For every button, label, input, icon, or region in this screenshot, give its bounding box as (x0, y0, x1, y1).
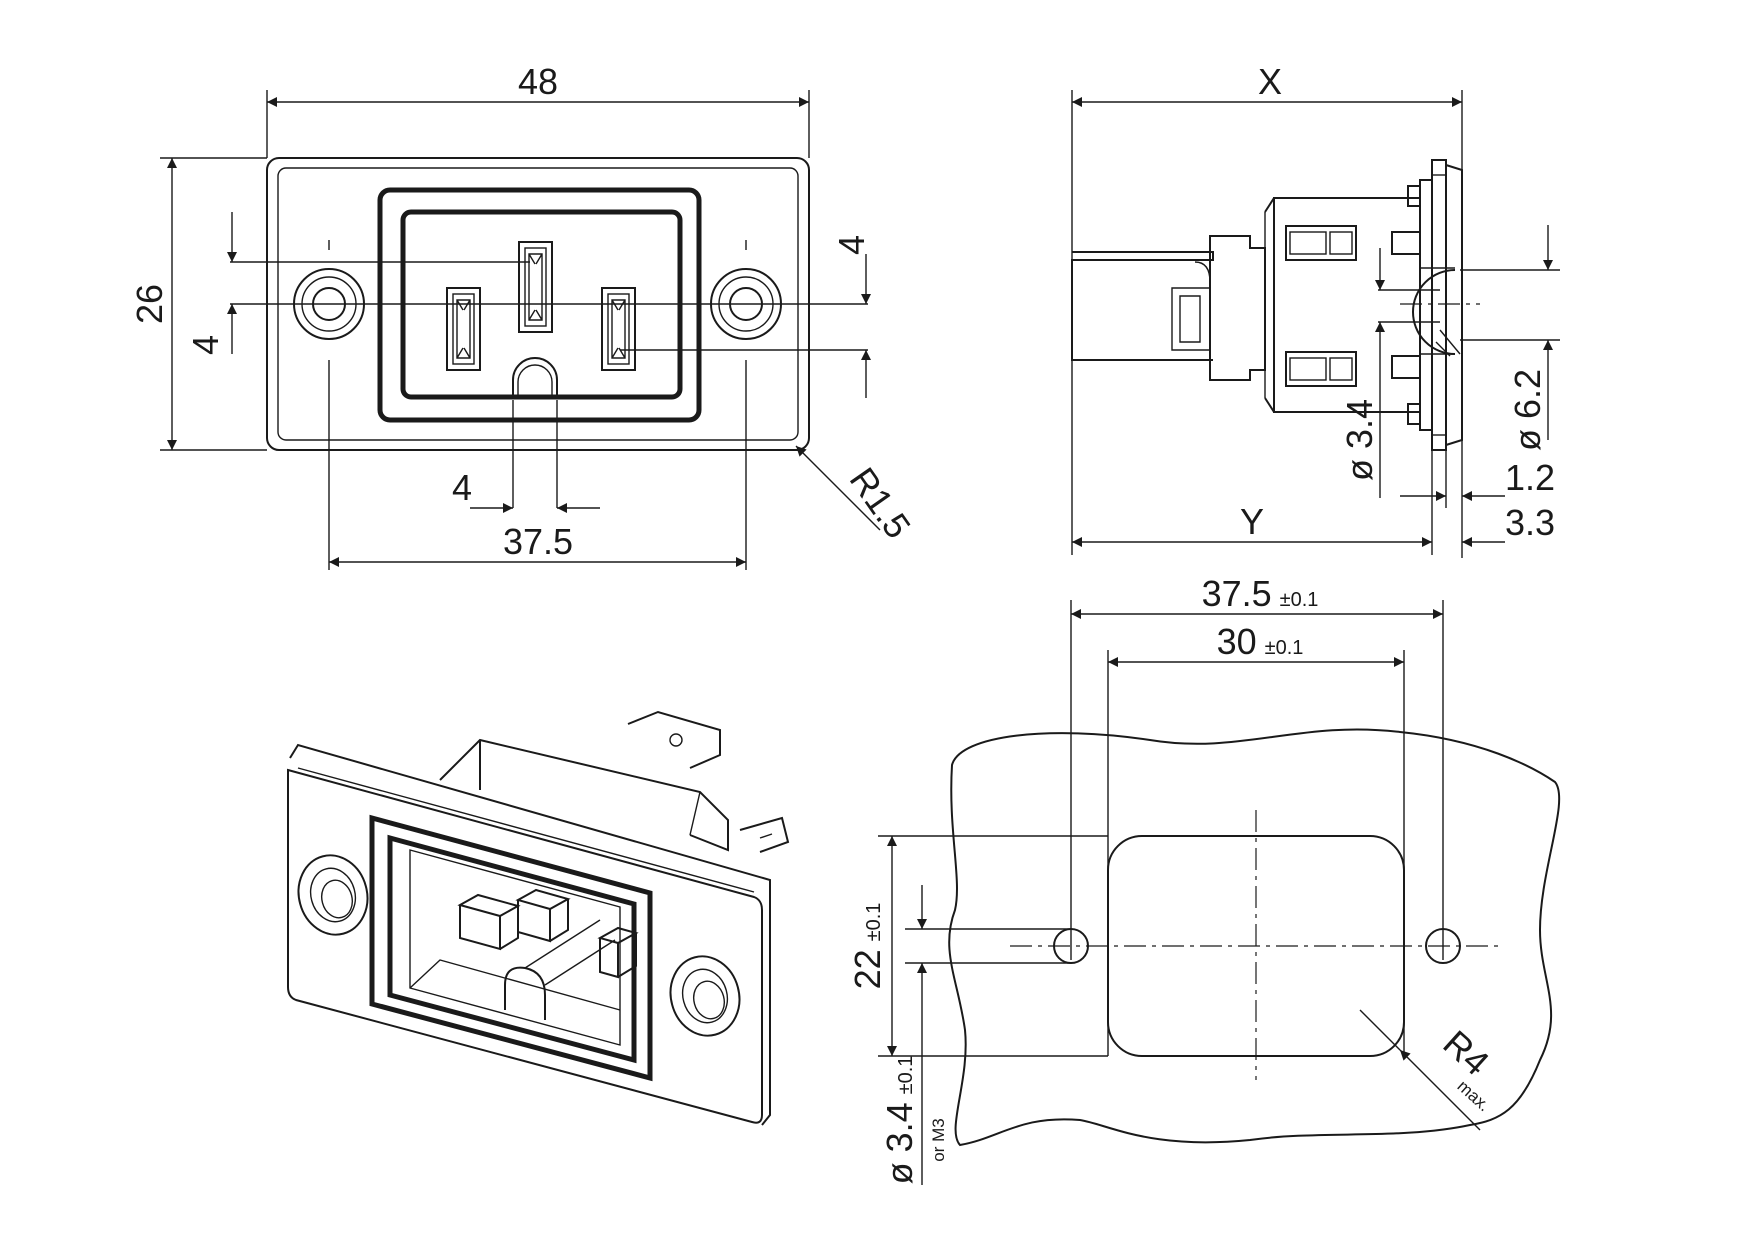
front-view (230, 157, 868, 570)
panel-cutout-width-label: 30±0.1 (1217, 621, 1304, 662)
panel-cutout-height-label: 22±0.1 (847, 903, 888, 990)
pin-offset-right-label: 4 (831, 235, 872, 255)
receptacle-slot (512, 357, 558, 397)
front-hole-spacing-label: 37.5 (503, 521, 573, 562)
side-tab-terminal (1071, 251, 1214, 361)
iso-ground-bump (504, 966, 546, 1020)
iso-mounting-hole-right (669, 955, 741, 1037)
isometric-view (287, 710, 790, 1126)
iso-flange-back (289, 743, 771, 1126)
side-view (1071, 159, 1480, 451)
pin-slot-right (601, 287, 636, 371)
slot-width-label: 4 (452, 467, 472, 508)
side-hole-diameter-label: ø 3.4 (1339, 399, 1380, 481)
pin-offset-left-label: 4 (185, 335, 226, 355)
flange-offset-label: 3.3 (1505, 502, 1555, 543)
iso-pin-right (597, 926, 639, 979)
front-height-label: 26 (129, 284, 170, 324)
iso-pin-center (515, 888, 571, 943)
iso-tab-terminal-top (627, 710, 721, 769)
panel-radius-label: R4 (1436, 1022, 1498, 1083)
side-terminal-block (1209, 235, 1266, 381)
panel-dimensions: 37.5±0.1 30±0.1 22±0.1 ø 3.4±0.1 or M3 R… (847, 573, 1497, 1185)
receptacle-outer (377, 187, 702, 423)
front-width-label: 48 (518, 61, 558, 102)
iso-body (439, 738, 729, 852)
panel-alt-thread-label: or M3 (929, 1118, 948, 1161)
body-length-label: Y (1240, 501, 1264, 542)
panel-outline (948, 728, 1561, 1147)
panel-hole-spacing-label: 37.5±0.1 (1202, 573, 1319, 614)
iso-pin-left (457, 893, 521, 951)
panel-hole-diameter-label: ø 3.4±0.1 (879, 1056, 920, 1185)
pin-slot-center (518, 241, 553, 333)
flange-thickness-label: 1.2 (1505, 457, 1555, 498)
iso-flange-front (287, 768, 763, 1124)
iso-mounting-hole-left (297, 854, 369, 936)
front-dimensions: 48 26 4 4 4 37.5 R1.5 (129, 61, 919, 567)
iso-receptacle-outer (369, 814, 653, 1082)
pin-slot-left (446, 287, 481, 371)
side-dimensions: X Y ø 3.4 ø 6.2 1.2 3.3 (1071, 61, 1560, 558)
side-flange (1419, 179, 1433, 431)
pin-diameter-label: ø 6.2 (1507, 369, 1548, 451)
overall-length-label: X (1258, 61, 1282, 102)
